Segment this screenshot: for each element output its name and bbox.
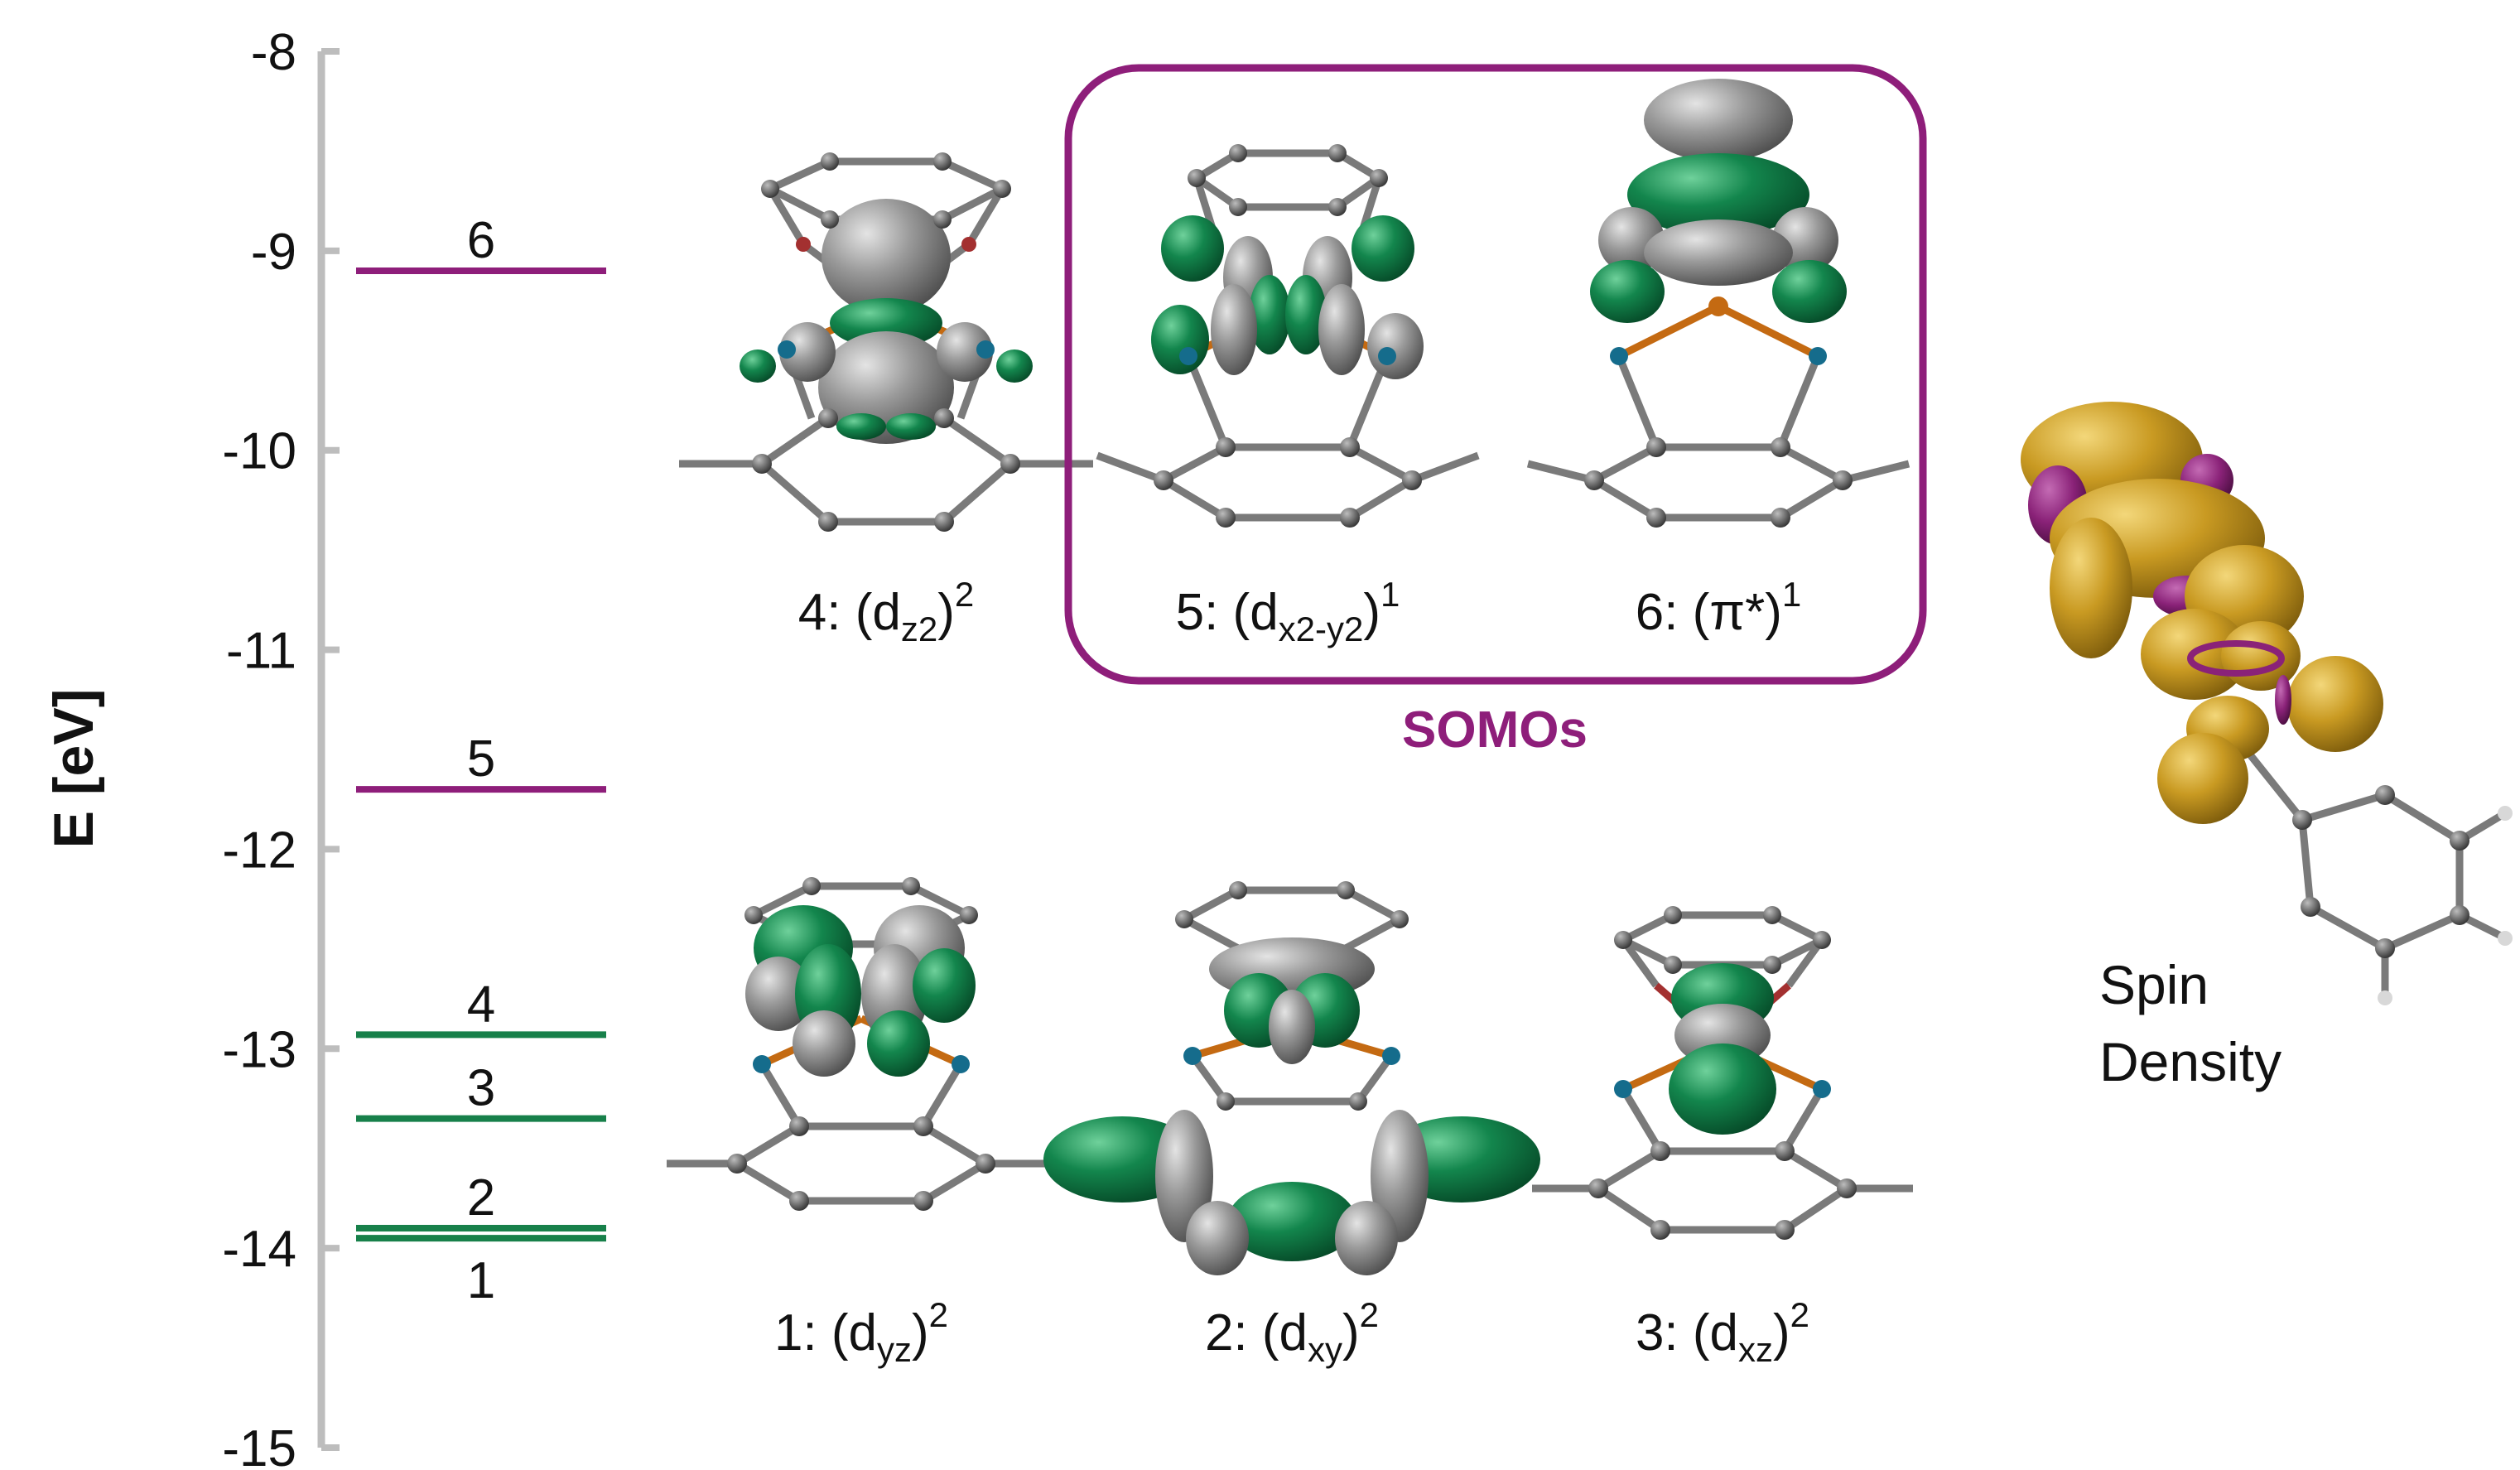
molecule-skeleton bbox=[1526, 302, 1910, 522]
spin-lobes bbox=[2021, 402, 2383, 824]
atoms bbox=[1584, 296, 1853, 528]
axis-tick-label: -8 bbox=[251, 24, 296, 81]
spin-density-label-line2: Density bbox=[2099, 1031, 2281, 1092]
orbital-3-dxz-isosurface bbox=[1532, 906, 1913, 1240]
orbital-labels: 4: (dz2)2 5: (dx2-y2)1 6: (π*)1 1: (dyz)… bbox=[774, 575, 1809, 1369]
energy-axis: -8 -9 -10 -11 -12 -13 -14 -15 E [eV] bbox=[42, 24, 340, 1470]
atoms bbox=[1154, 144, 1422, 528]
orbital-2-dxy-isosurface bbox=[1043, 881, 1540, 1275]
axis-tick-label: -9 bbox=[251, 224, 296, 281]
atoms bbox=[1588, 906, 1857, 1240]
axis-tick-label: -12 bbox=[222, 822, 296, 879]
orbital-label-4: 4: (dz2)2 bbox=[798, 575, 974, 648]
axis-tick-label: -14 bbox=[222, 1221, 296, 1278]
energy-level-label-3: 3 bbox=[467, 1060, 495, 1117]
orbital-label-1: 1: (dyz)2 bbox=[774, 1295, 948, 1369]
axis-label: E [eV] bbox=[42, 689, 105, 849]
orbital-label-3: 3: (dxz)2 bbox=[1636, 1295, 1809, 1369]
axis-tick-label: -11 bbox=[226, 623, 296, 680]
orbital-lobes bbox=[740, 199, 1033, 444]
atoms bbox=[1175, 881, 1409, 1111]
orbital-6-pi-star-isosurface bbox=[1526, 79, 1910, 528]
atoms bbox=[2292, 785, 2513, 1005]
molecule-skeleton bbox=[667, 882, 1056, 1205]
energy-level-label-5: 5 bbox=[467, 730, 495, 788]
orbital-1-dyz-isosurface bbox=[667, 877, 1056, 1211]
axis-tick-label: -15 bbox=[222, 1420, 296, 1470]
energy-level-label-4: 4 bbox=[467, 976, 495, 1033]
somo-box bbox=[1064, 64, 1927, 685]
energy-level-label-6: 6 bbox=[467, 212, 495, 269]
spin-density-label-line1: Spin bbox=[2099, 954, 2209, 1015]
axis-tick-label: -13 bbox=[222, 1021, 296, 1078]
orbital-label-5: 5: (dx2-y2)1 bbox=[1176, 575, 1400, 648]
energy-level-label-2: 2 bbox=[467, 1169, 495, 1227]
orbital-lobes bbox=[1669, 963, 1776, 1135]
somo-label: SOMOs bbox=[1402, 701, 1588, 759]
orbital-lobes bbox=[745, 905, 976, 1077]
orbital-4-dz2-isosurface bbox=[679, 152, 1093, 532]
orbital-5-dx2-y2-isosurface bbox=[1096, 144, 1480, 528]
spin-density-isosurface bbox=[2021, 402, 2513, 1005]
molecule-skeleton bbox=[2233, 735, 2503, 994]
atoms bbox=[727, 877, 995, 1211]
energy-levels: 1 2 3 4 5 6 bbox=[356, 212, 606, 1309]
energy-level-label-1: 1 bbox=[467, 1252, 495, 1309]
axis-tick-label: -10 bbox=[222, 423, 296, 480]
orbital-label-6: 6: (π*)1 bbox=[1636, 575, 1802, 641]
orbital-lobes bbox=[1043, 937, 1540, 1275]
orbital-lobes bbox=[1590, 79, 1847, 323]
atoms bbox=[752, 152, 1020, 532]
axis-ticks: -8 -9 -10 -11 -12 -13 -14 -15 bbox=[222, 24, 340, 1470]
orbital-label-2: 2: (dxy)2 bbox=[1205, 1295, 1379, 1369]
